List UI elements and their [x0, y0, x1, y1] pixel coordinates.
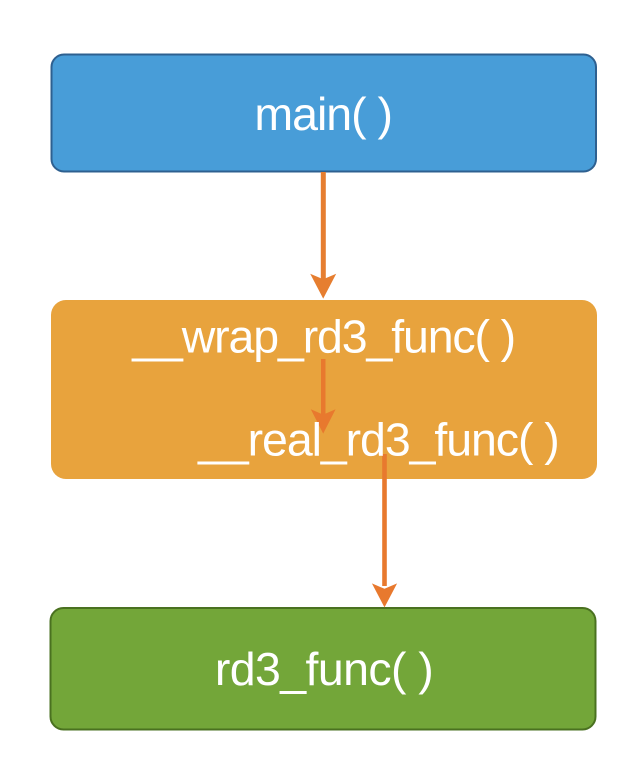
svg-text:main( ): main( ) [254, 88, 392, 140]
svg-text:__real_rd3_func( ): __real_rd3_func( ) [197, 414, 559, 466]
svg-text:rd3_func( ): rd3_func( ) [215, 643, 433, 695]
svg-text:__wrap_rd3_func( ): __wrap_rd3_func( ) [131, 311, 515, 363]
